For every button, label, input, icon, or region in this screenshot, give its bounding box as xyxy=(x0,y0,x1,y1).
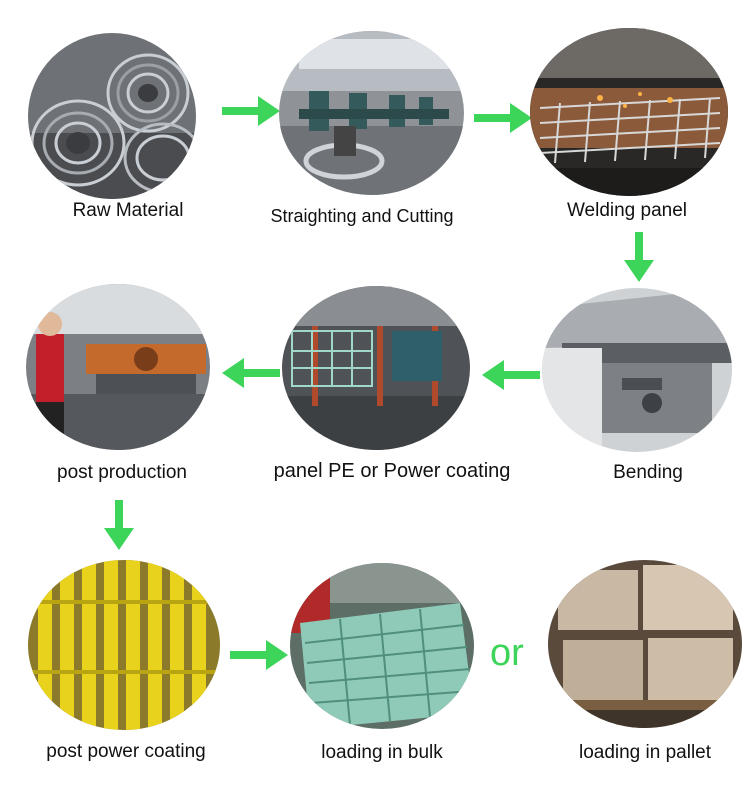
panel-coating-label: panel PE or Power coating xyxy=(273,460,511,482)
panel-coating-photo xyxy=(282,286,470,450)
bending-label: Bending xyxy=(613,462,683,483)
arrow-right-icon xyxy=(230,640,288,670)
arrow-left-icon xyxy=(222,358,280,388)
bending-photo xyxy=(542,288,732,452)
or-connector: or xyxy=(490,632,524,674)
loading-bulk-label: loading in bulk xyxy=(321,742,443,763)
post-production-photo xyxy=(26,284,210,450)
loading-pallet-label: loading in pallet xyxy=(578,742,712,763)
loading-pallet-photo xyxy=(548,560,742,728)
arrow-down-icon xyxy=(624,232,654,282)
welding-panel-label: Welding panel xyxy=(566,200,688,221)
post-power-coating-label: post power coating xyxy=(46,741,206,762)
welding-panel-photo xyxy=(530,28,728,196)
straighting-cutting-label: Straighting and Cutting xyxy=(270,206,454,226)
arrow-left-icon xyxy=(482,360,540,390)
loading-bulk-photo xyxy=(290,563,474,729)
raw-material-photo xyxy=(28,33,196,199)
straighting-cutting-photo xyxy=(279,31,464,195)
post-power-coating-photo xyxy=(28,560,220,730)
arrow-right-icon xyxy=(222,96,280,126)
arrow-right-icon xyxy=(474,103,532,133)
arrow-down-icon xyxy=(104,500,134,550)
raw-material-label: Raw Material xyxy=(72,200,184,221)
post-production-label: post production xyxy=(57,462,187,483)
